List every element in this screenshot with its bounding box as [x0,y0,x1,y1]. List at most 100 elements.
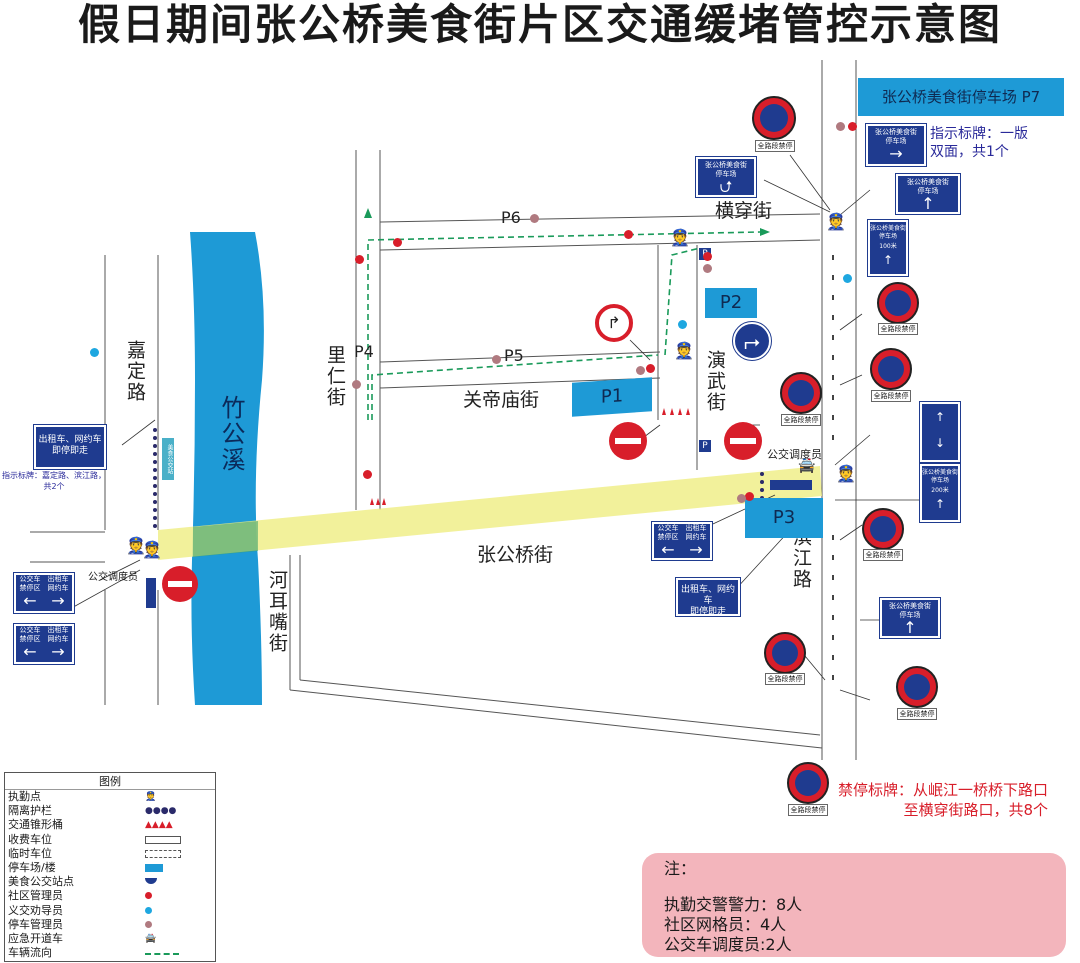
traffic-cones [370,408,690,505]
liren-street [355,150,381,510]
legend-label: 停车场/楼 [8,860,56,874]
street-label-heerzui: 河耳嘴街 [266,570,288,654]
binjiang-road [821,60,857,760]
no-entry-icon [162,566,198,602]
taxi-sign-left-text: 出租车、网约车 即停即走 [38,435,102,456]
parking-sign-3-text: 张公桥美食街 停车场 [907,178,949,195]
legend-label: 隔离护栏 [8,804,52,818]
parking-p4: P4 [354,342,374,361]
parking-p2: P2 [705,288,757,318]
community-manager-dot [393,238,402,247]
no-stopping-icon [870,348,912,390]
nostop-note: 禁停标牌：从岷江一桥桥下路口 至横穿街路口，共8个 [838,781,1049,819]
parking-sign-2: 张公桥美食街 停车场 ⮍ [695,156,757,198]
arrow-up-icon: ↑ [882,253,894,267]
parking-sign-3: 张公桥美食街 停车场 ↑ [895,173,961,215]
street-label-guandimiao: 关帝庙街 [463,389,540,411]
no-stopping-icon [764,632,806,674]
legend-label: 执勤点 [8,790,41,803]
jiading-road [30,255,159,705]
arrow-up-icon: ↑ [934,497,946,511]
officer-icon: 👮 [670,228,690,247]
legend-item: 美食公交站点 [5,875,215,889]
nostop-label: 全路段禁停 [871,390,911,402]
community-manager-dot [703,252,712,261]
bus-taxi-sign-3: 公交车 禁停区← 出租车 网约车→ [651,521,713,561]
no-stopping-icon [877,282,919,324]
isolation-barriers [153,428,764,528]
arrow-up-icon: ↑ [903,618,917,637]
legend-item: 交通锥形桶 ▲▲▲▲ [5,818,215,832]
volunteer-icon [145,906,152,914]
street-label-zhugongxi: 竹公溪 [217,395,245,473]
legend-label: 交通锥形桶 [8,818,63,832]
zhanggongqiao-highlight [158,466,822,560]
notes-header: 注： [664,859,697,878]
lane-direction-sign: ↑ ↓ [919,401,961,463]
community-manager-dot [745,492,754,501]
legend-item: 临时车位 [5,847,215,861]
community-manager-dot [848,122,857,131]
officer-icon: 👮 [674,341,694,360]
parking-p6: P6 [501,208,521,227]
parking-manager-dot [530,214,539,223]
parking-p3-label: P3 [772,507,796,528]
page-title: 假日期间张公桥美食街片区交通缓堵管控示意图 [77,0,1002,49]
flow-line-icon [145,953,179,956]
parking-manager-dot [836,122,845,131]
legend-item: 社区管理员 [5,889,215,903]
bus-taxi-sign-2-a: 公交车 禁停区 [19,626,41,643]
no-stopping-icon [780,372,822,414]
street-label-hengchuan: 横穿街 [715,200,773,222]
parking-sign-5: 张公桥美食街 停车场 200米 ↑ [919,463,961,523]
volunteer-dot [843,274,852,283]
legend-label: 临时车位 [8,846,52,860]
no-entry-icon [609,422,647,460]
no-stopping-icon [787,762,829,804]
notes-line: 执勤交警警力：8人 [664,895,803,914]
arrow-right-icon: → [51,642,65,661]
legend-item: 义交劝导员 [5,904,215,918]
parking-sign-6-text: 张公桥美食街 停车场 [889,602,931,619]
legend-label: 收费车位 [8,832,52,846]
notes-line: 公交车调度员:2人 [664,935,792,954]
no-turn-icon: ↱ [595,304,633,342]
legend-label: 停车管理员 [8,917,63,931]
volunteer-dot [678,320,687,329]
parking-manager-dot [492,355,501,364]
parking-lot-icon [145,863,163,872]
legend-item: 车辆流向 [5,946,215,960]
no-stopping-icon [896,666,938,708]
parking-dist-2: 100米 [879,243,897,250]
left-indicator-note: 指示标牌：嘉定路、滨江路， 共2个 [2,471,106,491]
legend-item: 隔离护栏●●●● [5,804,215,818]
escort-vehicle-icon: 🚔 [145,933,157,944]
notes-line: 社区网格员：4人 [664,915,787,934]
community-manager-icon [145,892,152,900]
parking-p3: P3 [745,498,823,538]
legend-item: 执勤点👮 [5,790,215,804]
parking-p1: P1 [572,377,652,417]
cone-icon: ▲▲▲▲ [145,820,173,831]
arrow-left-icon: ← [23,642,37,661]
officer-icon: 🚔 [798,458,816,474]
parking-p7: 张公桥美食街停车场 P7 [858,78,1064,116]
bus-stop-shelter [146,578,156,608]
legend: 图例 执勤点👮 隔离护栏●●●● 交通锥形桶 ▲▲▲▲ 收费车位 临时车位 停车场… [4,772,216,962]
parking-sign-6: 张公桥美食街 停车场 ↑ [879,597,941,639]
nostop-label: 全路段禁停 [755,140,795,152]
street-label-binjiang: 滨江路 [790,527,812,590]
bus-taxi-sign-1-b: 出租车 网约车 [47,575,69,592]
parking-p1-label: P1 [600,385,624,408]
parking-sign-4-text: 张公桥美食街 停车场 [870,225,907,240]
community-manager-dot [363,470,372,479]
street-label-jiading: 嘉定路 [124,340,146,403]
volunteer-dot [90,348,99,357]
taxi-sign-left: 出租车、网约车 即停即走 [33,424,107,470]
taxi-sign-bottom: 出租车、网约车 即停即走 [675,577,741,617]
parking-sign-1: 张公桥美食街 停车场 → [865,123,927,167]
legend-title: 图例 [5,773,215,790]
no-stopping-icon [752,96,796,140]
nostop-label: 全路段禁停 [765,673,805,685]
yanwu-street [657,245,698,470]
